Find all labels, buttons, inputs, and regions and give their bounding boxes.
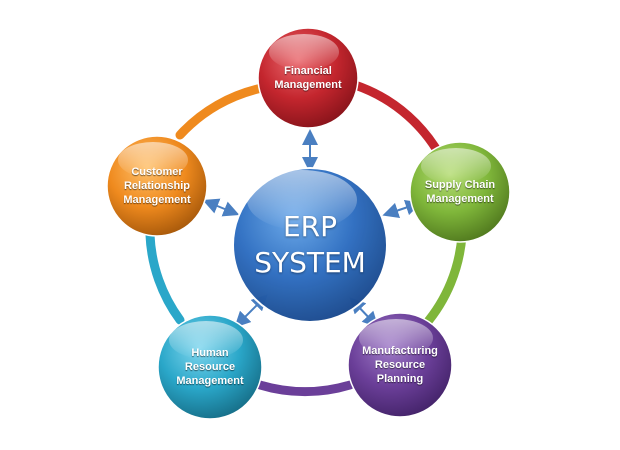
label-manufacturing-line3: Planning	[376, 373, 424, 385]
label-supply-chain-line2: Management	[426, 193, 494, 205]
label-customer-line1: Customer	[131, 166, 183, 178]
label-supply-chain: Supply Chain Management	[410, 162, 510, 222]
arrow-center-hr	[234, 294, 268, 328]
label-manufacturing: Manufacturing Resource Planning	[350, 333, 450, 397]
center-label-line1: ERP	[282, 210, 338, 243]
label-financial-line2: Management	[274, 79, 342, 91]
label-customer-line3: Management	[123, 194, 191, 206]
label-customer-line2: Relationship	[123, 180, 190, 192]
label-human-resource: Human Resource Management	[160, 335, 260, 399]
connectors	[202, 129, 422, 328]
node-customer	[106, 135, 208, 237]
ring-arc-supply-manufacturing	[420, 230, 467, 330]
center-label: ERP SYSTEM	[235, 170, 385, 320]
label-human-resource-line3: Management	[176, 375, 244, 387]
label-human-resource-line1: Human	[191, 347, 229, 359]
node-human-resource	[157, 314, 263, 420]
node-supply-chain	[409, 141, 511, 243]
arrow-center-customer	[202, 198, 240, 217]
ring-arc-hr-customer	[145, 230, 185, 325]
label-supply-chain-line1: Supply Chain	[424, 179, 496, 191]
center-label-line2: SYSTEM	[254, 246, 366, 279]
ring-arc-manufacturing-hr	[255, 380, 355, 397]
label-manufacturing-line1: Manufacturing	[362, 345, 438, 357]
node-manufacturing	[347, 312, 453, 418]
label-human-resource-line2: Resource	[184, 361, 236, 373]
node-financial	[257, 27, 359, 129]
label-customer: Customer Relationship Management	[104, 154, 210, 218]
label-financial: Financial Management	[258, 48, 358, 108]
ring-arc-customer-financial	[175, 83, 267, 140]
arrow-center-supply	[382, 199, 422, 219]
label-manufacturing-line2: Resource	[374, 359, 426, 371]
center-node	[232, 167, 388, 323]
label-financial-line1: Financial	[284, 65, 332, 77]
